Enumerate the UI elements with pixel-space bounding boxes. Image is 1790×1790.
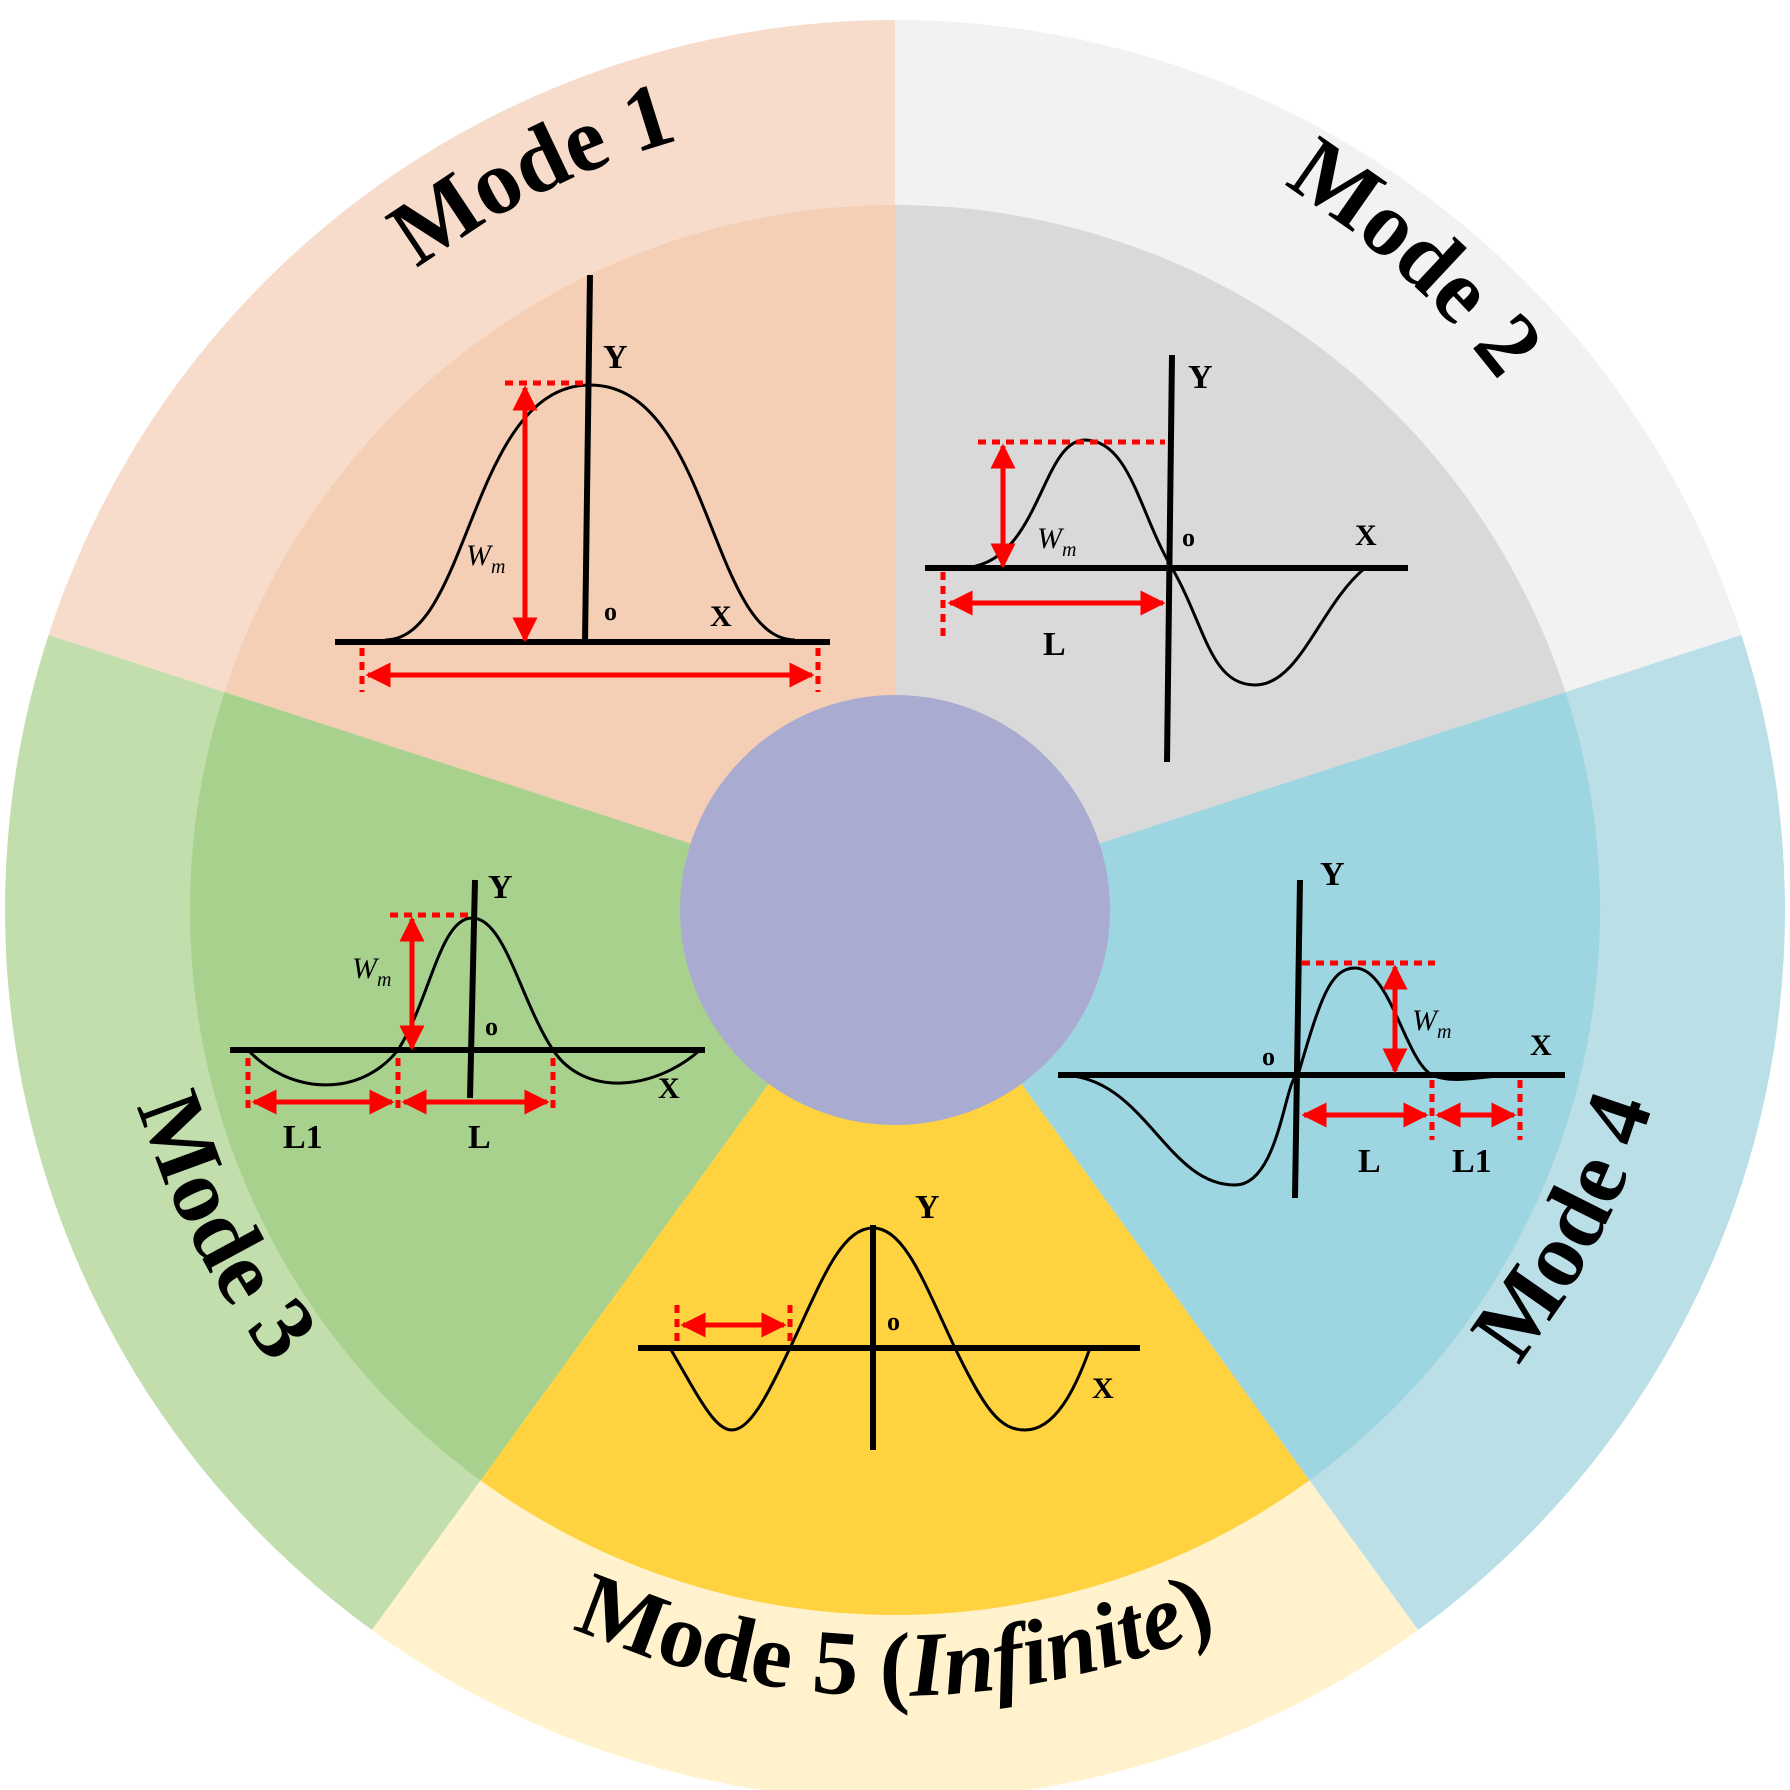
mode4-y-label: Y: [1320, 856, 1345, 893]
mode1-inner-sector: [224, 205, 895, 910]
mode5-origin-label: o: [887, 1307, 900, 1336]
mode3-origin-label: o: [485, 1012, 498, 1041]
mode1-wm-label: Wm: [466, 539, 505, 578]
mode2-y-label: Y: [1188, 359, 1213, 396]
mode3-x-label: X: [658, 1072, 680, 1105]
mode2-wm-label: Wm: [1037, 522, 1076, 561]
mode5-y-label: Y: [915, 1189, 940, 1226]
mode3-l1-label: L1: [283, 1119, 323, 1156]
mode4-plot: Y X o L L1 Wm: [1058, 856, 1565, 1199]
mode2-inner-sector: [895, 205, 1566, 910]
mode2-wm-sub: m: [1062, 539, 1076, 561]
mode4-wm-label: Wm: [1412, 1004, 1451, 1043]
mode3-wm-letter: W: [352, 952, 380, 985]
mode2-y-axis: [1164, 354, 1175, 763]
mode1-origin-label: o: [604, 597, 617, 626]
mode1-wm-sub: m: [491, 556, 505, 578]
mode2-origin-label: o: [1182, 523, 1195, 552]
mode3-plot: Y X o L1 L Wm: [230, 869, 705, 1156]
mode1-y-label: Y: [603, 339, 628, 376]
mode3-wm-sub: m: [377, 969, 391, 991]
mode5-x-label: X: [1092, 1372, 1114, 1405]
mode5-plot: Y X o: [638, 1189, 1140, 1450]
mode2-plot: Y X o L Wm: [925, 354, 1408, 763]
mode1-plot: Y X o Wm: [335, 274, 830, 692]
mode5-inner-sector: [480, 910, 1310, 1616]
mode4-wm-sub: m: [1437, 1021, 1451, 1043]
mode4-l1-label: L1: [1452, 1143, 1492, 1180]
mode3-y-label: Y: [488, 869, 513, 906]
center-hub: [680, 695, 1110, 1125]
mode3-y-axis: [467, 879, 478, 1099]
mode4-x-label: X: [1530, 1029, 1552, 1062]
mode2-l-label: L: [1043, 626, 1066, 663]
mode4-wm-letter: W: [1412, 1004, 1440, 1037]
mode2-x-label: X: [1355, 519, 1377, 552]
mode4-l-label: L: [1358, 1143, 1381, 1180]
mode2-wm-letter: W: [1037, 522, 1065, 555]
mode4-y-axis: [1292, 879, 1303, 1199]
mode1-x-label: X: [710, 600, 732, 633]
mode3-l-label: L: [468, 1119, 491, 1156]
mode4-origin-label: o: [1262, 1042, 1275, 1071]
mode3-wm-label: Wm: [352, 952, 391, 991]
mode1-wm-letter: W: [466, 539, 494, 572]
mode1-y-axis: [582, 274, 593, 643]
